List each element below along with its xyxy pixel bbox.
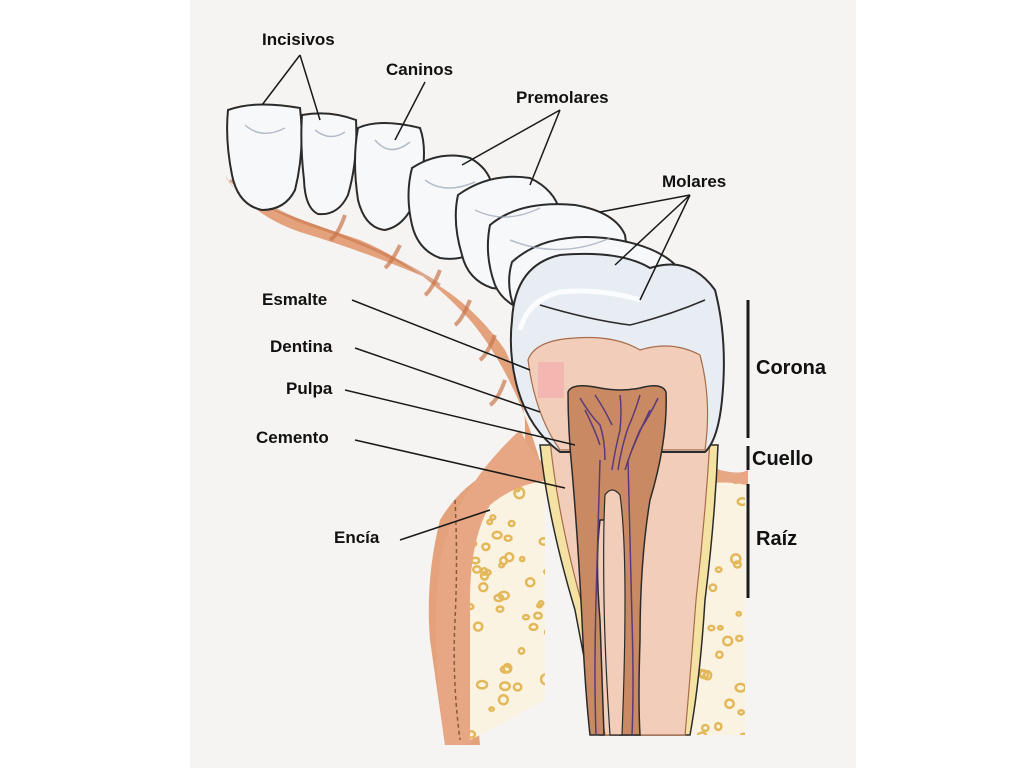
bone-pore [736,497,745,507]
bone-pore [541,725,548,732]
bone-pore [503,534,513,542]
bone-pore [716,624,724,631]
label-cuello: Cuello [752,448,814,470]
bone-pore [472,621,484,632]
bone-pore [521,613,531,621]
bone-pore [548,574,561,587]
label-incisivos: Incisivos [262,30,335,49]
bone-pore [737,708,745,716]
enamel-highlight [517,288,641,331]
incisor-1 [226,103,303,212]
bone-pore [513,732,523,740]
label-pulpa: Pulpa [286,379,333,398]
gum-over-root [436,430,560,745]
bone-pore [698,669,710,680]
leader-caninos [394,81,426,141]
bone-pore [517,647,526,655]
bone-pore [561,657,572,669]
bone-pore [532,705,542,714]
bone-pore [729,553,742,565]
label-corona: Corona [756,357,826,379]
bone-pore [732,560,742,569]
bone-pore [529,721,539,730]
bone-pore [499,681,511,692]
gingival-outline [453,499,461,741]
bone-pore [550,711,561,721]
bone-pore [478,582,489,593]
bone-pore [481,542,491,552]
bone-pore [549,736,556,740]
bone-pore [575,701,587,713]
bone-pore [696,731,708,740]
leader-esmalte [351,299,531,371]
nerves [579,394,659,736]
bone-pore [708,583,718,593]
crown-cusp-line [539,299,706,326]
bone-pore [470,730,477,739]
bone-pore [533,611,543,620]
bone-pore [722,635,734,647]
bone-pore [471,565,482,574]
label-molares: Molares [662,172,727,191]
leader-cemento [354,439,566,489]
bone-pore [486,518,494,526]
bone-pore [715,650,724,660]
label-caninos: Caninos [386,60,454,79]
bone-pore [533,722,542,731]
label-cemento: Cemento [256,428,329,447]
bone-pore [541,716,553,728]
leader-dentina [354,347,541,413]
gum-ridges [328,214,507,407]
leader-encia [399,509,491,541]
bone-pore [497,693,510,706]
bone-pore [714,566,723,574]
bone-pore [518,555,526,563]
bone-pore [724,698,735,710]
bone-pore [713,721,723,732]
bone-pore [543,568,552,576]
canine [354,122,425,232]
bone-pore [535,602,543,609]
bone-pore [558,609,566,617]
root-canal-inner [603,489,626,736]
bone-pore [735,610,743,617]
highlight-square [538,362,564,398]
bone-pore [489,514,497,521]
leader-premolares [461,109,561,186]
bone-pore [524,577,536,588]
bone-pore [479,570,490,581]
leader-incisivos [261,54,321,121]
bone-pore [491,530,503,540]
bone-pore [488,706,496,712]
label-dentina: Dentina [270,337,333,356]
bone-pore [493,593,505,603]
bone-pore [504,552,515,563]
bone-pore [734,682,745,693]
bone-pore [502,662,513,674]
bone-pore [700,723,710,733]
label-esmalte: Esmalte [262,290,328,309]
label-raiz: Raíz [756,528,798,550]
bone-pore [552,688,563,697]
leader-lines [261,54,691,541]
bone-pore [507,519,516,528]
bone-pore [528,622,539,632]
label-premolares: Premolares [516,88,609,107]
bone-pore [475,679,489,690]
bone-pore [512,682,523,692]
bone-pore [739,732,745,740]
bone-pore [570,713,582,726]
bone-pore [735,634,744,643]
leader-molares [599,194,691,301]
bone-pore [543,628,552,636]
bone-pore [495,605,505,613]
label-encia: Encía [334,528,380,547]
incisor-2 [300,112,358,216]
bone-pore [563,640,571,648]
leader-pulpa [344,389,576,446]
bone-pore [707,624,716,632]
